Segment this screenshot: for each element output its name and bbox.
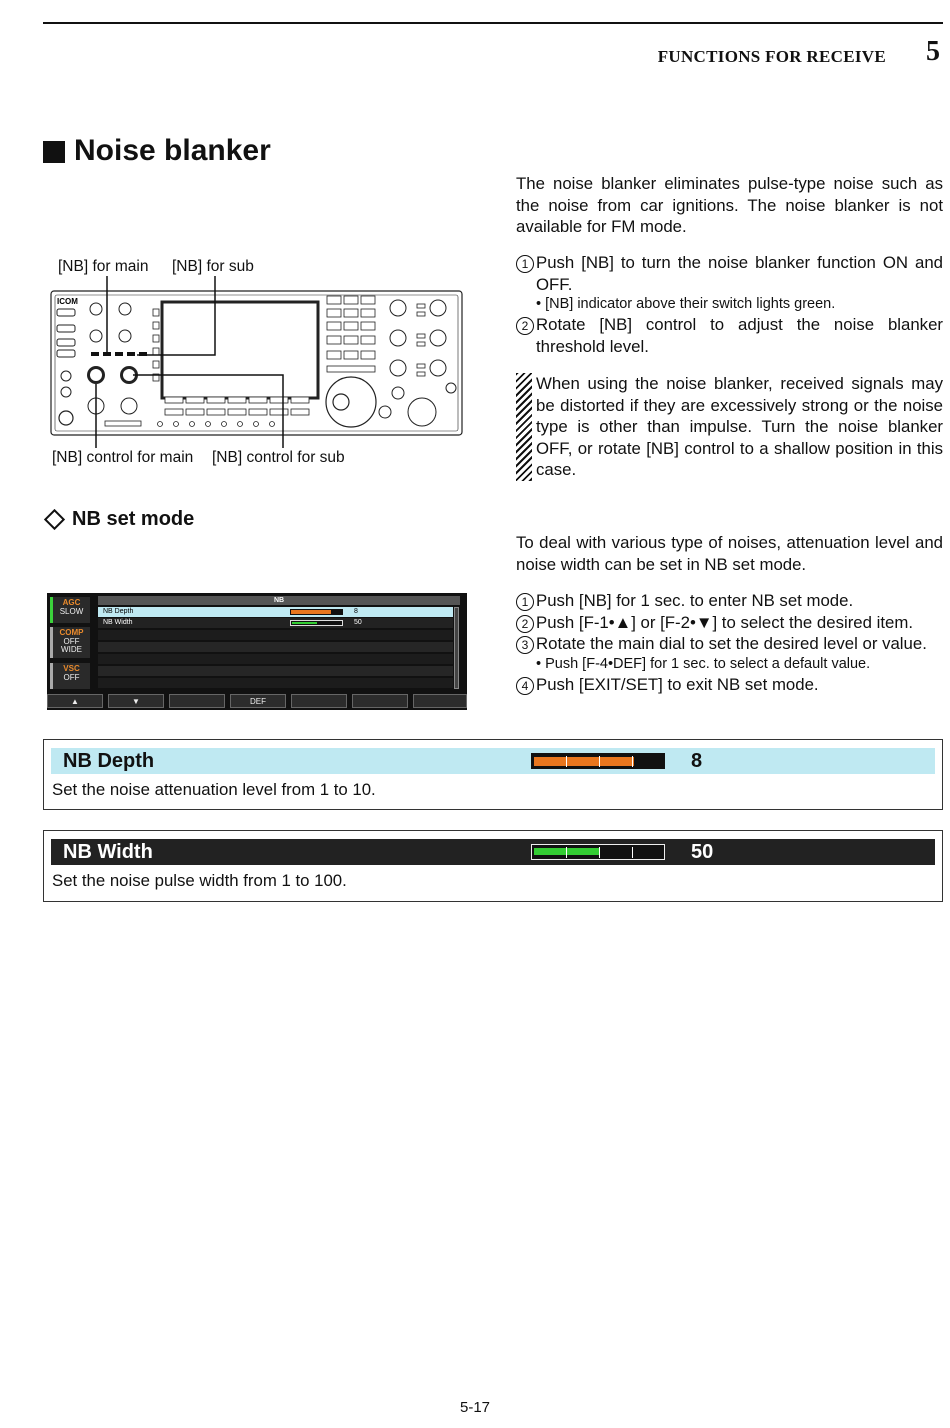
nb-set-mode-screen: AGC SLOW COMP OFF WIDE VSC OFF NB NB Dep… — [47, 593, 467, 710]
nb-width-table: NB Width 50 Set the noise pulse width fr… — [43, 830, 943, 902]
screen-title: NB — [98, 596, 460, 605]
row-meter — [290, 620, 343, 626]
transceiver-front-panel: ICOM — [50, 276, 463, 448]
meter-tick — [632, 756, 633, 767]
meter-tick — [566, 847, 567, 858]
step-text: Push [EXIT/SET] to exit NB set mode. — [536, 674, 819, 694]
meter-tick — [599, 756, 600, 767]
side-sub-label: OFF — [63, 672, 80, 682]
chapter-number: 5 — [926, 36, 940, 67]
nb-depth-table: NB Depth 8 Set the noise attenuation lev… — [43, 739, 943, 810]
label-nb-sub: [NB] for sub — [172, 258, 254, 275]
step-number: 2 — [516, 317, 534, 335]
item-meter — [531, 844, 665, 860]
agc-side-button[interactable]: AGC SLOW — [50, 597, 90, 623]
step-text: Push [NB] for 1 sec. to enter NB set mod… — [536, 591, 854, 610]
step-text: Rotate [NB] control to adjust the noise … — [536, 315, 943, 356]
step-item: 1 Push [NB] to turn the noise blanker fu… — [516, 252, 943, 295]
f2-down-button[interactable]: ▼ — [108, 694, 164, 708]
row-meter-fill — [291, 610, 331, 614]
side-sub-label: OFF — [63, 636, 80, 646]
list-item-empty — [98, 642, 453, 652]
step-item: 2 Push [F-1•▲] or [F-2•▼] to select the … — [516, 612, 946, 634]
steps-list-1: 1 Push [NB] to turn the noise blanker fu… — [516, 252, 943, 357]
step-number: 3 — [516, 636, 534, 654]
step-item: 1 Push [NB] for 1 sec. to enter NB set m… — [516, 590, 946, 612]
list-item-empty — [98, 654, 453, 664]
side-sub-label: SLOW — [59, 606, 84, 616]
item-description: Set the noise pulse width from 1 to 100. — [52, 871, 347, 890]
step-number: 1 — [516, 255, 534, 273]
step-item: 2 Rotate [NB] control to adjust the nois… — [516, 314, 943, 357]
side-key-label: VSC — [63, 664, 80, 673]
step-text: Push [NB] to turn the noise blanker func… — [536, 253, 943, 294]
item-name: NB Depth — [63, 750, 155, 772]
section-subtitle: NB set mode — [43, 508, 194, 531]
comp-side-button[interactable]: COMP OFF WIDE — [50, 627, 90, 658]
page-title-text: Noise blanker — [74, 134, 271, 167]
item-meter-fill — [534, 757, 634, 766]
row-meter-fill — [292, 622, 317, 624]
row-name: NB Depth — [103, 608, 134, 615]
intro2-paragraph: To deal with various type of noises, att… — [516, 533, 943, 574]
item-name: NB Width — [63, 841, 153, 863]
vsc-side-button[interactable]: VSC OFF — [50, 663, 90, 689]
step-item: 3 Rotate the main dial to set the desire… — [516, 633, 946, 655]
note-block: When using the noise blanker, received s… — [516, 373, 943, 481]
step-number: 4 — [516, 676, 534, 695]
meter-tick — [632, 847, 633, 858]
row-name: NB Width — [103, 619, 133, 626]
side-key-label: COMP — [59, 628, 84, 637]
step-bullet: • [NB] indicator above their switch ligh… — [536, 296, 836, 312]
step-bullet: • Push [F-4•DEF] for 1 sec. to select a … — [536, 655, 871, 672]
list-item-empty — [98, 678, 453, 688]
label-ctrl-main: [NB] control for main — [52, 449, 194, 466]
list-item-nb-width[interactable]: NB Width 50 — [98, 618, 453, 628]
square-bullet-icon — [43, 141, 65, 163]
side-sub2-label: WIDE — [61, 645, 82, 654]
f6-button[interactable] — [352, 694, 408, 708]
subtitle-text: NB set mode — [72, 508, 195, 530]
top-rule — [43, 22, 943, 24]
f5-button[interactable] — [291, 694, 347, 708]
intro-paragraph: The noise blanker eliminates pulse-type … — [516, 174, 943, 236]
nb-depth-bar: NB Depth 8 — [51, 748, 935, 774]
f7-button[interactable] — [413, 694, 467, 708]
meter-tick — [566, 756, 567, 767]
row-value: 8 — [354, 608, 358, 615]
brand-logo: ICOM — [57, 297, 78, 306]
diamond-icon — [43, 508, 66, 531]
meter-tick — [599, 847, 600, 858]
item-meter — [531, 753, 665, 769]
note-text: When using the noise blanker, received s… — [536, 374, 943, 479]
section-header: FUNCTIONS FOR RECEIVE — [657, 47, 886, 66]
step-text: Push [F-1•▲] or [F-2•▼] to select the de… — [536, 612, 913, 632]
page-title: Noise blanker — [43, 134, 271, 168]
nb-item-list: NB NB Depth 8 NB Width 50 — [98, 596, 460, 691]
row-meter — [290, 609, 343, 615]
nb-width-bar: NB Width 50 — [51, 839, 935, 865]
label-ctrl-sub: [NB] control for sub — [212, 449, 345, 466]
item-value: 50 — [691, 841, 714, 863]
f1-up-button[interactable]: ▲ — [47, 694, 103, 708]
row-value: 50 — [354, 619, 362, 626]
steps-list-2: 1 Push [NB] for 1 sec. to enter NB set m… — [516, 590, 946, 695]
label-nb-main: [NB] for main — [58, 258, 149, 275]
list-scrollbar[interactable] — [454, 607, 459, 689]
step-number: 2 — [516, 614, 534, 633]
list-item-nb-depth[interactable]: NB Depth 8 — [98, 607, 453, 617]
side-key-label: AGC — [62, 598, 81, 607]
list-item-empty — [98, 666, 453, 676]
step-item: 4 Push [EXIT/SET] to exit NB set mode. — [516, 674, 946, 696]
item-value: 8 — [691, 750, 703, 772]
step-number: 1 — [516, 593, 534, 611]
step-text: Rotate the main dial to set the desired … — [536, 634, 927, 653]
list-item-empty — [98, 630, 453, 640]
f4-def-button[interactable]: DEF — [230, 694, 286, 708]
page-number: 5-17 — [459, 1399, 491, 1416]
note-stripe-icon — [516, 373, 532, 481]
f3-button[interactable] — [169, 694, 225, 708]
item-description: Set the noise attenuation level from 1 t… — [52, 780, 376, 799]
